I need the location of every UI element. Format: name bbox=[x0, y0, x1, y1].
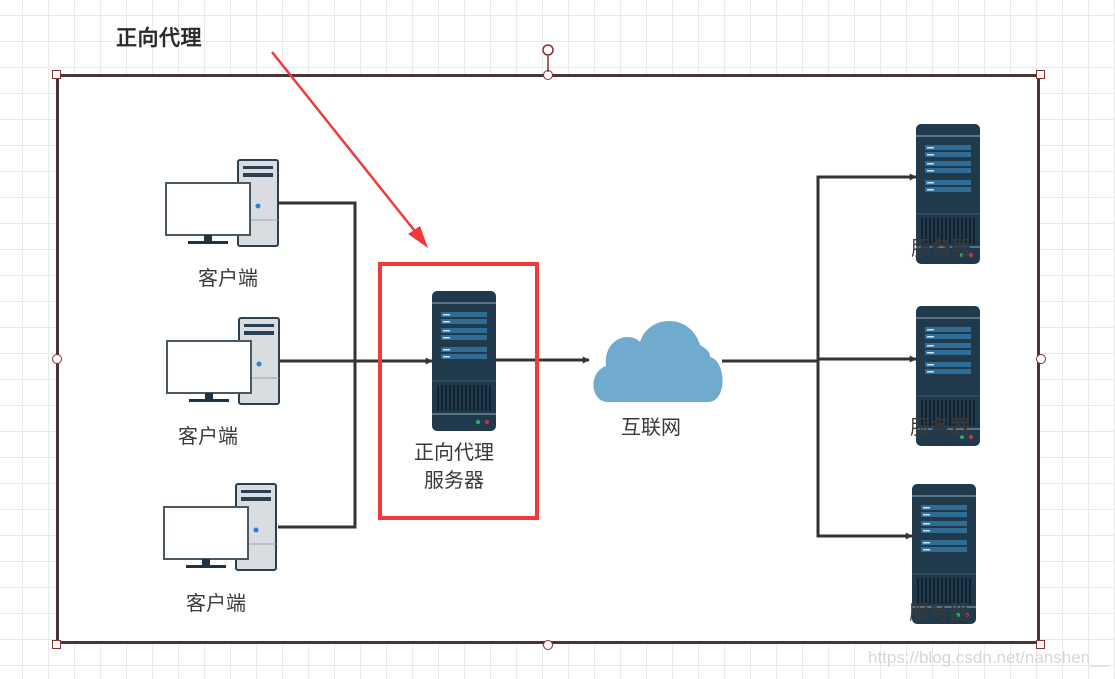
server-connectors bbox=[722, 173, 917, 540]
internet-label: 互联网 bbox=[621, 415, 681, 439]
resize-handle-right[interactable] bbox=[1036, 354, 1046, 364]
internet-cloud-icon[interactable] bbox=[593, 321, 723, 402]
server-label-1: 服务器 bbox=[911, 236, 971, 260]
watermark-text: https://blog.csdn.net/nanshen__ bbox=[867, 648, 1109, 667]
diagram-title: 正向代理 bbox=[116, 26, 202, 50]
client-label-1: 客户端 bbox=[198, 266, 258, 290]
resize-handle-bottom-left[interactable] bbox=[52, 640, 61, 649]
proxy-server-icon[interactable] bbox=[431, 290, 497, 432]
server-label-3: 服务器 bbox=[909, 600, 969, 624]
resize-handle-top-right[interactable] bbox=[1036, 70, 1045, 79]
annotation-arrow-line bbox=[271, 51, 423, 241]
resize-handle-top-left[interactable] bbox=[52, 70, 61, 79]
resize-handle-bottom-right[interactable] bbox=[1036, 640, 1045, 649]
client-label-2: 客户端 bbox=[178, 424, 238, 448]
client-connectors bbox=[278, 201, 433, 529]
rotate-handle[interactable] bbox=[542, 44, 554, 56]
client-label-3: 客户端 bbox=[186, 591, 246, 615]
client-pc-icon-1[interactable] bbox=[165, 159, 279, 247]
resize-handle-bottom[interactable] bbox=[543, 640, 553, 650]
server-label-2: 服务器 bbox=[910, 415, 970, 439]
proxy-label-line1: 正向代理 bbox=[414, 440, 494, 464]
proxy-label-line2: 服务器 bbox=[424, 468, 484, 492]
client-pc-icon-2[interactable] bbox=[166, 317, 280, 405]
resize-handle-left[interactable] bbox=[52, 354, 62, 364]
proxy-highlight-box bbox=[378, 262, 539, 520]
client-pc-icon-3[interactable] bbox=[163, 483, 277, 571]
annotation-arrow-head bbox=[408, 226, 428, 248]
